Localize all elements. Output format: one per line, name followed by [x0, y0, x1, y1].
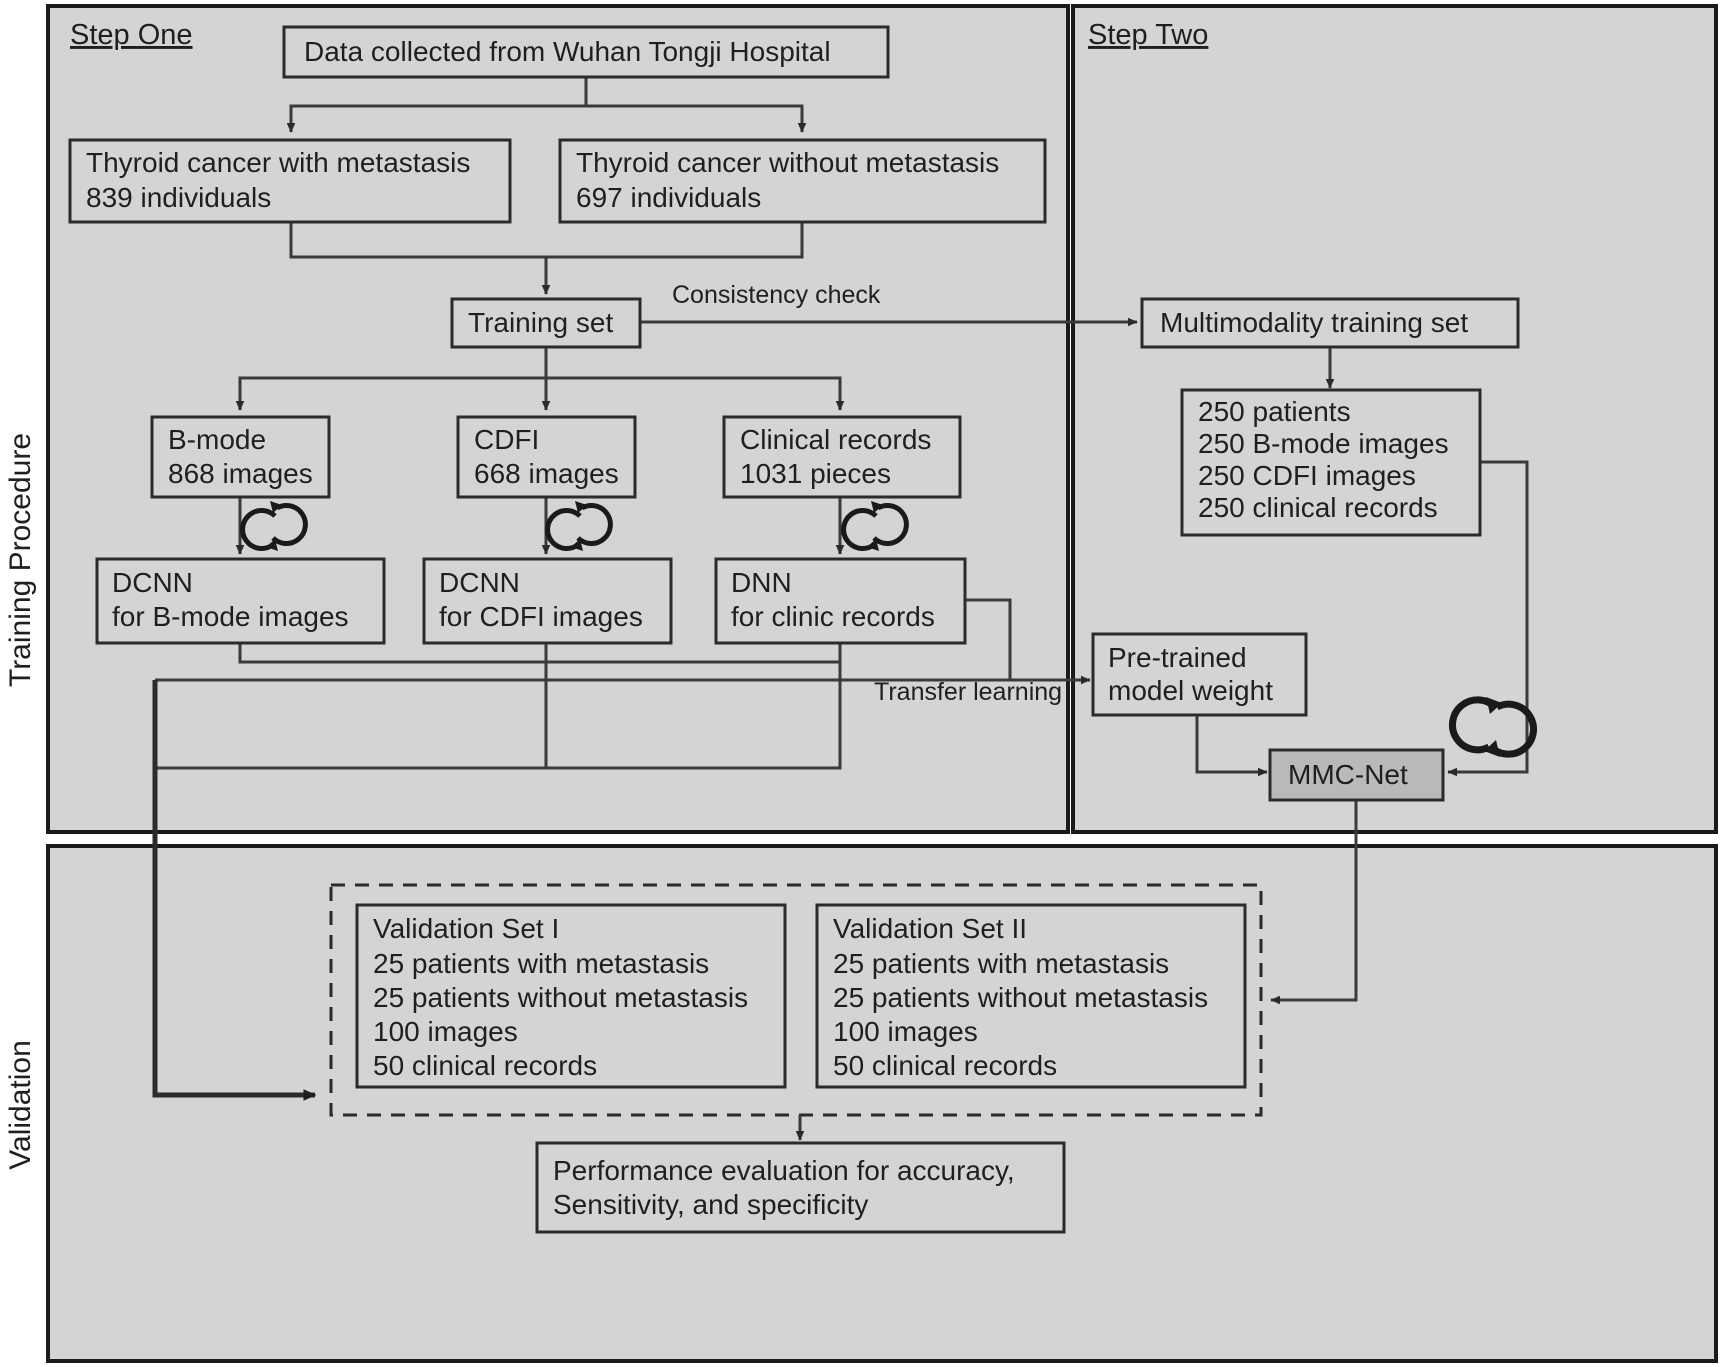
edge-source-to-without — [586, 104, 807, 133]
node-multimodality-line-1: Multimodality training set — [1160, 307, 1468, 338]
edge-mmcnet-to-validation-set-2 — [1270, 800, 1358, 1005]
node-dcnn-bmode-line-1: DCNN — [112, 567, 193, 598]
node-vs2-line-3: 25 patients without metastasis — [833, 982, 1208, 1013]
node-cdfi-line-2: 668 images — [474, 458, 619, 489]
node-vs2-line-5: 50 clinical records — [833, 1050, 1057, 1081]
side-label-training-procedure: Training Procedure — [4, 433, 37, 687]
node-performance-line-1: Performance evaluation for accuracy, — [553, 1155, 1015, 1186]
node-without-metastasis-line-1: Thyroid cancer without metastasis — [576, 147, 999, 178]
node-vs1-line-4: 100 images — [373, 1016, 518, 1047]
edge-label-transfer-learning: Transfer learning — [874, 678, 1062, 706]
node-vs2-line-2: 25 patients with metastasis — [833, 948, 1169, 979]
node-data-source[interactable]: Data collected from Wuhan Tongji Hospita… — [282, 25, 890, 79]
node-mmc-net[interactable]: MMC-Net — [1268, 748, 1445, 802]
node-vs1-line-1: Validation Set I — [373, 913, 559, 944]
node-performance-line-2: Sensitivity, and specificity — [553, 1189, 868, 1220]
edge-weight-to-mmcnet — [1195, 715, 1268, 777]
node-pretrained-weight[interactable]: Pre-trained model weight — [1091, 632, 1308, 717]
side-label-validation: Validation — [4, 1040, 37, 1170]
node-without-metastasis[interactable]: Thyroid cancer without metastasis 697 in… — [558, 138, 1047, 224]
edge-label-consistency-check: Consistency check — [672, 281, 881, 309]
node-with-metastasis-line-1: Thyroid cancer with metastasis — [86, 147, 470, 178]
node-dcnn-bmode-line-2: for B-mode images — [112, 601, 349, 632]
edge-training-to-clinical — [546, 376, 845, 411]
node-with-metastasis[interactable]: Thyroid cancer with metastasis 839 indiv… — [68, 138, 512, 224]
node-weight-line-1: Pre-trained — [1108, 642, 1247, 673]
node-multimodality-training-set[interactable]: Multimodality training set — [1140, 297, 1520, 349]
node-mmc-net-line-1: MMC-Net — [1288, 759, 1408, 790]
edge-to-validation-set-1 — [152, 768, 317, 1101]
node-bmode-line-2: 868 images — [168, 458, 313, 489]
node-vs1-line-2: 25 patients with metastasis — [373, 948, 709, 979]
edge-counts-to-mmcnet — [1447, 460, 1529, 777]
node-cdfi-line-1: CDFI — [474, 424, 539, 455]
edge-training-to-bmode — [235, 376, 546, 411]
node-counts-line-4: 250 clinical records — [1198, 492, 1438, 523]
node-dcnn-cdfi-line-2: for CDFI images — [439, 601, 643, 632]
node-with-metastasis-line-2: 839 individuals — [86, 182, 271, 213]
edge-dnn-drop — [546, 643, 842, 770]
edge-dcnn-bmode-bus — [238, 643, 560, 664]
edge-dnn-right-drop — [965, 598, 1012, 680]
node-dcnn-bmode[interactable]: DCNN for B-mode images — [95, 557, 386, 645]
node-dcnn-cdfi-line-1: DCNN — [439, 567, 520, 598]
node-training-set[interactable]: Training set — [450, 297, 642, 349]
node-clinical-records-line-2: 1031 pieces — [740, 458, 891, 489]
node-vs1-line-3: 25 patients without metastasis — [373, 982, 748, 1013]
node-dnn-clinic[interactable]: DNN for clinic records — [714, 557, 967, 645]
node-clinical-records-line-1: Clinical records — [740, 424, 931, 455]
edge-without-to-training — [546, 222, 804, 259]
node-data-source-line-1: Data collected from Wuhan Tongji Hospita… — [304, 36, 831, 67]
node-vs2-line-4: 100 images — [833, 1016, 978, 1047]
node-validation-set-2[interactable]: Validation Set II 25 patients with metas… — [815, 903, 1247, 1089]
edge-source-to-with — [286, 76, 588, 133]
node-counts-line-1: 250 patients — [1198, 396, 1351, 427]
node-multimodality-counts[interactable]: 250 patients 250 B-mode images 250 CDFI … — [1180, 388, 1482, 537]
node-without-metastasis-line-2: 697 individuals — [576, 182, 761, 213]
node-counts-line-2: 250 B-mode images — [1198, 428, 1449, 459]
node-vs1-line-5: 50 clinical records — [373, 1050, 597, 1081]
node-dcnn-cdfi[interactable]: DCNN for CDFI images — [422, 557, 673, 645]
node-dnn-clinic-line-1: DNN — [731, 567, 792, 598]
node-performance-evaluation[interactable]: Performance evaluation for accuracy, Sen… — [535, 1141, 1066, 1234]
node-vs2-line-1: Validation Set II — [833, 913, 1027, 944]
validation-dashed-group — [329, 883, 1263, 1117]
node-training-set-line-1: Training set — [468, 307, 613, 338]
node-clinical-records[interactable]: Clinical records 1031 pieces — [722, 415, 962, 499]
refresh-loop-icon-clinic — [841, 501, 909, 551]
node-cdfi[interactable]: CDFI 668 images — [456, 415, 637, 499]
node-weight-line-2: model weight — [1108, 675, 1273, 706]
panel-label-step-two: Step Two — [1088, 19, 1208, 51]
node-validation-set-1[interactable]: Validation Set I 25 patients with metast… — [355, 903, 787, 1089]
node-bmode-line-1: B-mode — [168, 424, 266, 455]
edge-with-to-training — [289, 222, 551, 295]
refresh-loop-icon-bmode — [240, 501, 308, 551]
panel-label-step-one: Step One — [70, 19, 193, 51]
refresh-loop-icon-cdfi — [545, 501, 613, 551]
node-bmode[interactable]: B-mode 868 images — [150, 415, 331, 499]
node-dnn-clinic-line-2: for clinic records — [731, 601, 935, 632]
refresh-loop-icon-mmcnet — [1449, 696, 1537, 758]
node-counts-line-3: 250 CDFI images — [1198, 460, 1416, 491]
